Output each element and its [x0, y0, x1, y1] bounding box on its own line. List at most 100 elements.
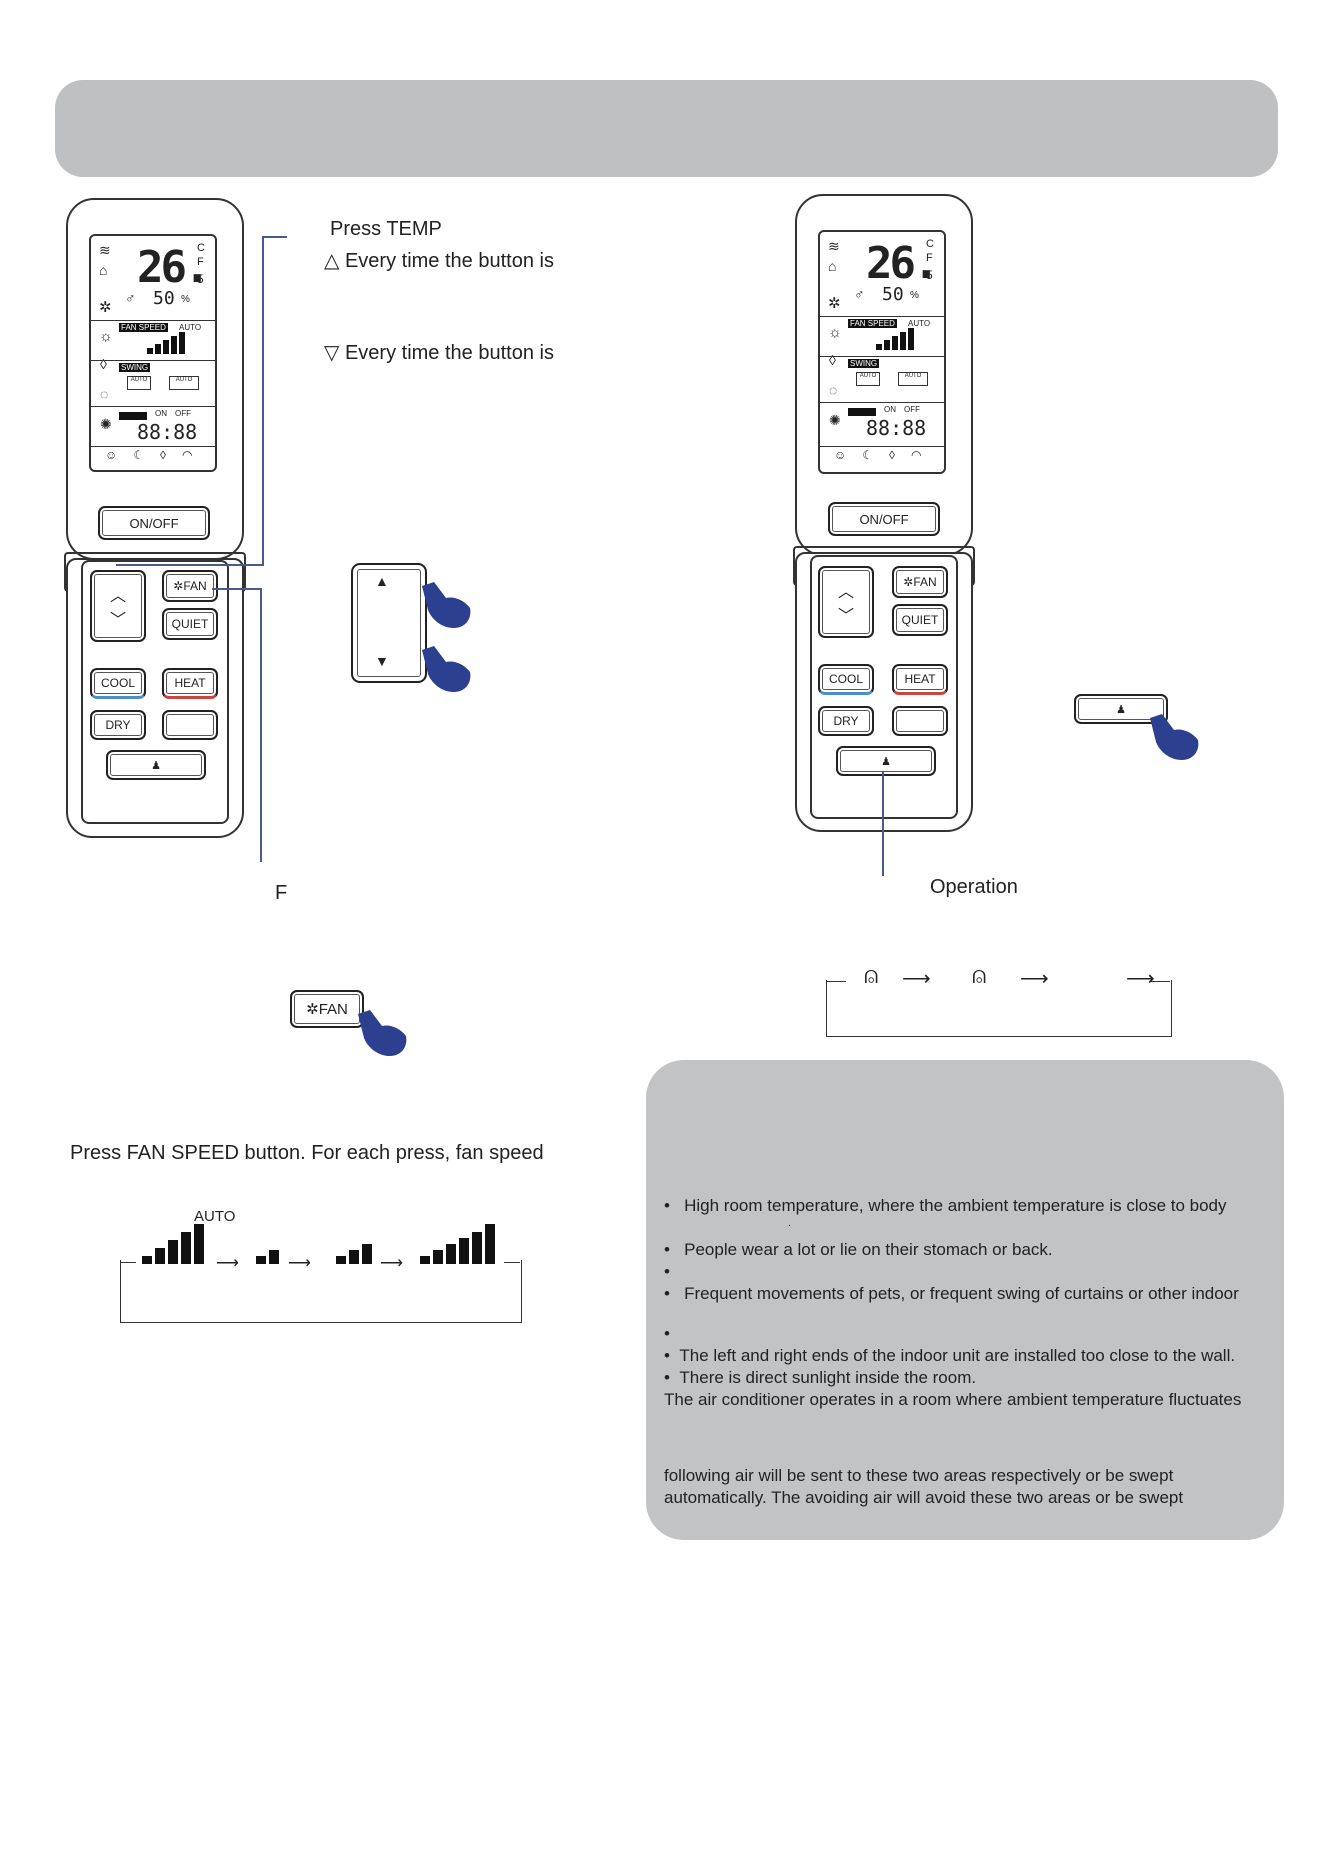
hand-pointer-icon	[422, 582, 471, 628]
bullet-icon: •	[664, 1284, 670, 1303]
note-item-7: • There is direct sunlight inside the ro…	[664, 1368, 977, 1387]
temp-up-down-button[interactable]: ︿﹀	[90, 570, 146, 642]
rocker-up-icon: ▲	[375, 573, 389, 589]
swing-tag: SWING	[119, 363, 151, 372]
note-item-1-cont: .	[788, 1218, 791, 1229]
arrow-icon: ⟶	[902, 968, 931, 990]
off-label: OFF	[175, 409, 191, 418]
half-digit: 5	[926, 268, 933, 282]
heat-button-right[interactable]: HEAT	[892, 664, 948, 695]
blank-button-right[interactable]	[892, 706, 948, 736]
snowflake-icon: ✲	[99, 299, 112, 316]
fan-button-right[interactable]: ✲FAN	[892, 566, 948, 598]
swing-button-right[interactable]: ♟	[836, 746, 936, 776]
auto-tag: AUTO	[179, 323, 202, 332]
auto-small-1: AUTO	[127, 376, 151, 390]
cool-button[interactable]: COOL	[90, 668, 146, 699]
remote-display: ≋ ⌂ ✲ ☼ ◊ ◌ ✺ 26. C F 5 ♂ 50 % FAN SPEED…	[89, 234, 217, 472]
bullet-icon: •	[664, 1346, 670, 1365]
note-item-4: • Frequent movements of pets, or frequen…	[664, 1284, 1239, 1303]
wifi-icon: ≋	[828, 238, 840, 254]
note-item-6: • The left and right ends of the indoor …	[664, 1346, 1236, 1365]
onoff-button-right[interactable]: ON/OFF	[828, 502, 940, 536]
swing-button[interactable]: ♟	[106, 750, 206, 780]
bullet-icon: •	[664, 1262, 670, 1281]
note-item-5: •	[664, 1324, 684, 1344]
note-item-2: • People wear a lot or lie on their stom…	[664, 1240, 1053, 1259]
deg-c: C	[197, 242, 205, 254]
operation-label: Operation	[930, 876, 1018, 898]
onoff-button[interactable]: ON/OFF	[98, 506, 210, 540]
bullet-icon: •	[664, 1196, 670, 1215]
temp-digits: 26.	[137, 242, 211, 293]
arrow-icon: ⟶	[288, 1255, 311, 1272]
temp-up-line: △ Every time the button is	[324, 250, 554, 272]
arrow-icon: ⟶	[216, 1255, 239, 1272]
fan-button[interactable]: ✲FAN	[162, 570, 218, 602]
sun-icon: ☼	[99, 328, 113, 345]
hand-pointer-icon-2	[422, 646, 471, 692]
note-item-3: •	[664, 1262, 684, 1282]
on-label: ON	[155, 409, 167, 418]
temp-rocker-illustration: ▲ ▼	[351, 563, 427, 683]
clock: 88:88	[137, 420, 198, 444]
swing-icon: ♟	[151, 759, 161, 772]
fan-speed-tag: FAN SPEED	[119, 323, 168, 332]
arrow-icon: ⟶	[1126, 968, 1155, 990]
fan-speed-text: Press FAN SPEED button. For each press, …	[70, 1142, 544, 1164]
auto-tag: AUTO	[908, 319, 931, 328]
humidity-value: 50	[882, 284, 904, 305]
swing-loop	[826, 980, 1172, 1037]
arrow-icon: ⟶	[1020, 968, 1049, 990]
mode-icons-row: ☺☾◊◠	[834, 448, 938, 462]
swing-icon: ♟	[881, 755, 891, 768]
blank-button[interactable]	[162, 710, 218, 740]
dry-button[interactable]: DRY	[90, 710, 146, 740]
lock-icon: ⌂	[99, 262, 108, 278]
auto-small-1: AUTO	[856, 372, 880, 386]
temp-digits-right: 26.	[866, 238, 940, 289]
temp-up-down-button-right[interactable]: ︿﹀	[818, 566, 874, 638]
fan-icon: ✺	[100, 416, 112, 432]
fan-icon-small: ✲	[173, 579, 184, 593]
triangle-up-icon: △	[324, 250, 340, 272]
fan-speed-tag: FAN SPEED	[848, 319, 897, 328]
hand-pointer-icon-4	[1150, 714, 1199, 760]
deg-f: F	[926, 252, 933, 264]
triangle-down-icon: ▽	[324, 342, 340, 364]
quiet-button[interactable]: QUIET	[162, 608, 218, 640]
auto-small-2: AUTO	[898, 372, 928, 386]
humidity-icon: ♂	[125, 290, 136, 306]
drop-icon: ◊	[829, 352, 836, 368]
temp-down-line: ▽ Every time the button is	[324, 342, 554, 364]
humidity-percent: %	[181, 294, 190, 305]
fan-button-illustration: ✲FAN	[290, 990, 364, 1028]
cool-button-right[interactable]: COOL	[818, 664, 874, 695]
humidity-percent: %	[910, 290, 919, 301]
lock-icon: ⌂	[828, 258, 837, 274]
deg-f: F	[197, 256, 204, 268]
wifi-icon: ≋	[99, 242, 111, 258]
quiet-button-right[interactable]: QUIET	[892, 604, 948, 636]
fan-icon: ✺	[829, 412, 841, 428]
fan-icon-small: ✲	[903, 575, 914, 589]
auto-small-2: AUTO	[169, 376, 199, 390]
clock: 88:88	[866, 416, 927, 440]
note-item-1: • High room temperature, where the ambie…	[664, 1196, 1227, 1215]
remote-display-right: ≋ ⌂ ✲ ☼ ◊ ◌ ✺ 26. C F 5 ♂ 50 % FAN SPEED…	[818, 230, 946, 474]
fan-speed-loop	[120, 1260, 522, 1323]
humidity-icon: ♂	[854, 286, 865, 302]
off-label: OFF	[904, 405, 920, 414]
swing-icon-large: ♟	[1116, 703, 1126, 716]
swing-tag: SWING	[848, 359, 880, 368]
notes-box	[646, 1060, 1284, 1540]
follow-air-icon: ⍝	[864, 962, 879, 989]
rocker-down-icon: ▼	[375, 653, 389, 669]
dry-button-right[interactable]: DRY	[818, 706, 874, 736]
hand-pointer-icon-3	[358, 1010, 407, 1056]
snowflake-icon: ✲	[828, 295, 841, 312]
on-label: ON	[884, 405, 896, 414]
header-bar	[55, 80, 1278, 177]
humidity-value: 50	[153, 288, 175, 309]
heat-button[interactable]: HEAT	[162, 668, 218, 699]
